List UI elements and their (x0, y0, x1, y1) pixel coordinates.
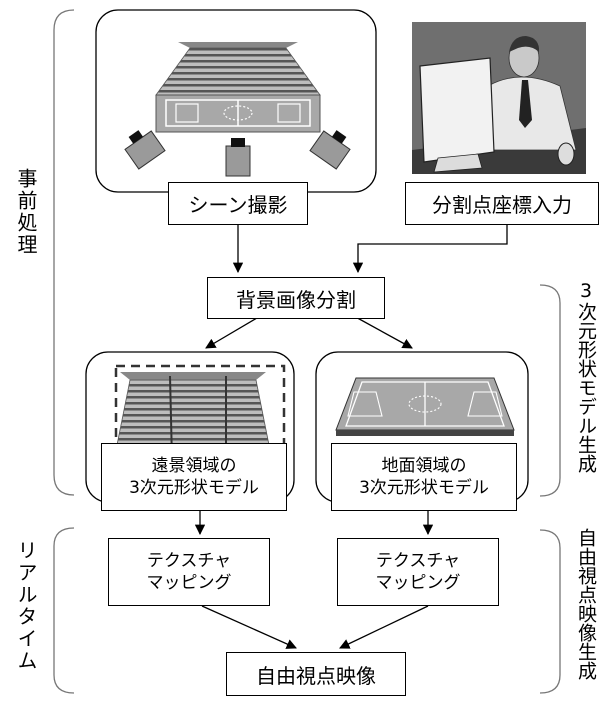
background-split-label: 背景画像分割 (236, 287, 356, 312)
arrow-split-to-ground (351, 314, 413, 349)
ground-model-line1: 地面領域の (381, 455, 467, 476)
realtime-label: リアルタイム (14, 540, 38, 672)
preprocess-bracket (53, 9, 75, 496)
free-viewpoint-label: 自由視点映像 (256, 663, 376, 688)
arrow-texture-right-to-fv (339, 605, 429, 649)
realtime-bracket (53, 527, 75, 694)
fv-gen-label: 自由視点映像生成 (575, 528, 597, 680)
scene-capture-box: シーン撮影 (168, 182, 308, 225)
background-split-box: 背景画像分割 (207, 277, 385, 319)
camera-icon-left (124, 130, 166, 170)
arrow-input-to-split (352, 225, 508, 274)
split-point-input-label: 分割点座標入力 (432, 193, 572, 217)
operator-at-computer-icon (412, 22, 586, 174)
ground-model-box: 地面領域の 3次元形状モデル (331, 443, 517, 511)
soccer-field-icon (335, 377, 515, 436)
texture-left-line2: マッピング (146, 573, 232, 593)
ground-model-line2: 3次元形状モデル (359, 478, 489, 498)
texture-right-line1: テクスチャ (375, 550, 461, 571)
texture-right-line2: マッピング (375, 573, 461, 593)
arrow-texture-left-to-fv (201, 605, 297, 649)
texture-mapping-left-box: テクスチャ マッピング (108, 538, 270, 606)
camera-icon-center (225, 138, 251, 177)
camera-icon-right (309, 130, 351, 170)
far-model-line2: 3次元形状モデル (129, 478, 259, 498)
far-model-box: 遠景領域の 3次元形状モデル (101, 443, 287, 511)
preprocess-label: 事前処理 (14, 168, 38, 256)
stadium-stands-icon (113, 364, 286, 468)
free-viewpoint-box: 自由視点映像 (226, 652, 406, 696)
fv-gen-bracket (539, 529, 561, 694)
model-gen-label: 3次元形状モデル生成 (575, 280, 597, 473)
stadium-icon (155, 42, 321, 133)
model-gen-bracket (539, 284, 561, 497)
scene-capture-label: シーン撮影 (188, 193, 288, 217)
texture-left-line1: テクスチャ (146, 550, 232, 571)
arrow-split-to-far (205, 314, 263, 349)
texture-mapping-right-box: テクスチャ マッピング (337, 538, 499, 606)
split-point-input-box: 分割点座標入力 (405, 182, 599, 225)
far-model-line1: 遠景領域の (151, 455, 237, 476)
